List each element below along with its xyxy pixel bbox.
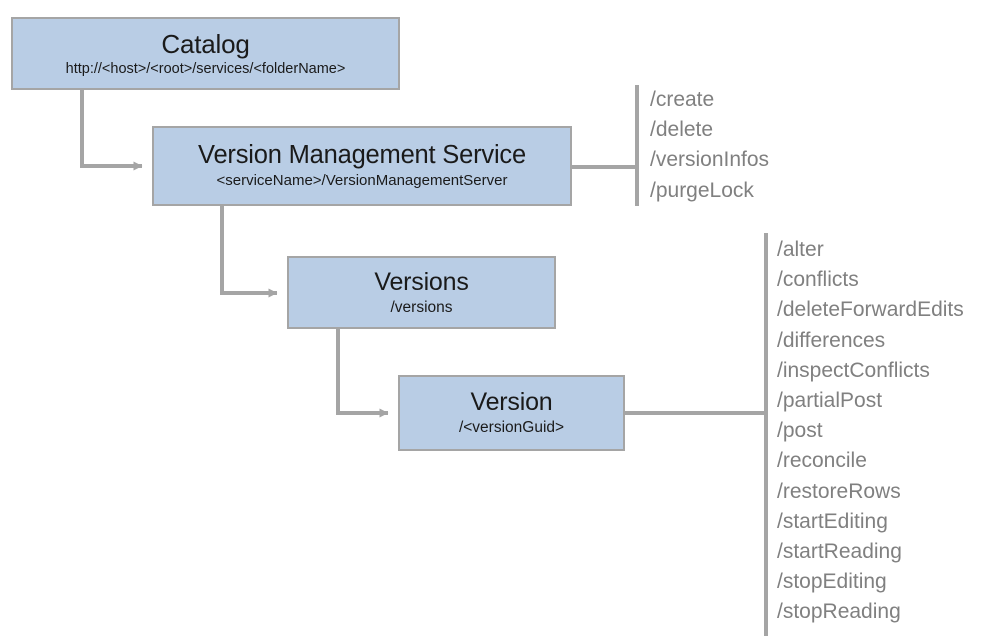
node-versions-subtitle: /versions [390, 298, 453, 316]
endpoint-item[interactable]: /stopEditing [777, 570, 887, 594]
node-catalog-title: Catalog [161, 28, 250, 59]
endpoint-item[interactable]: /create [650, 88, 715, 111]
node-catalog[interactable]: Catalog http://<host>/<root>/services/<f… [11, 17, 400, 90]
endpoint-item[interactable]: /reconcile [777, 449, 867, 473]
endpoint-item[interactable]: /differences [777, 328, 886, 352]
node-versions-title: Versions [374, 267, 469, 296]
connector-versions-to-version [336, 329, 389, 418]
endpoint-item[interactable]: /deleteForwardEdits [777, 298, 964, 322]
node-version-management-service-title: Version Management Service [198, 141, 526, 170]
endpoint-item[interactable]: /restoreRows [777, 479, 901, 503]
connector-service-to-operations [572, 85, 639, 206]
connector-version-to-operations [625, 233, 768, 636]
endpoint-item[interactable]: /partialPost [777, 389, 883, 413]
endpoint-list-version-operations: /alter/conflicts/deleteForwardEdits/diff… [777, 235, 964, 628]
node-catalog-subtitle: http://<host>/<root>/services/<folderNam… [65, 60, 346, 77]
node-version[interactable]: Version /<versionGuid> [398, 375, 625, 451]
endpoint-item[interactable]: /inspectConflicts [777, 358, 930, 382]
node-version-title: Version [470, 388, 553, 417]
node-versions[interactable]: Versions /versions [287, 256, 556, 329]
endpoint-item[interactable]: /stopReading [777, 600, 901, 624]
endpoint-item[interactable]: /post [777, 419, 823, 443]
endpoint-item[interactable]: /delete [650, 118, 714, 142]
endpoint-list-service-operations: /create/delete/versionInfos/purgeLock [650, 85, 769, 206]
connector-catalog-to-service [80, 90, 143, 171]
endpoint-item[interactable]: /startEditing [777, 509, 888, 533]
endpoint-item[interactable]: /conflicts [777, 268, 859, 292]
endpoint-item[interactable]: /versionInfos [650, 148, 770, 172]
node-version-management-service-subtitle: <serviceName>/VersionManagementServer [216, 171, 508, 189]
endpoint-item[interactable]: /alter [777, 238, 824, 261]
node-version-management-service[interactable]: Version Management Service <serviceName>… [152, 126, 572, 206]
endpoint-item[interactable]: /purgeLock [650, 178, 754, 202]
node-version-subtitle: /<versionGuid> [458, 419, 565, 437]
endpoint-item[interactable]: /startReading [777, 540, 902, 564]
connector-service-to-versions [220, 206, 278, 298]
